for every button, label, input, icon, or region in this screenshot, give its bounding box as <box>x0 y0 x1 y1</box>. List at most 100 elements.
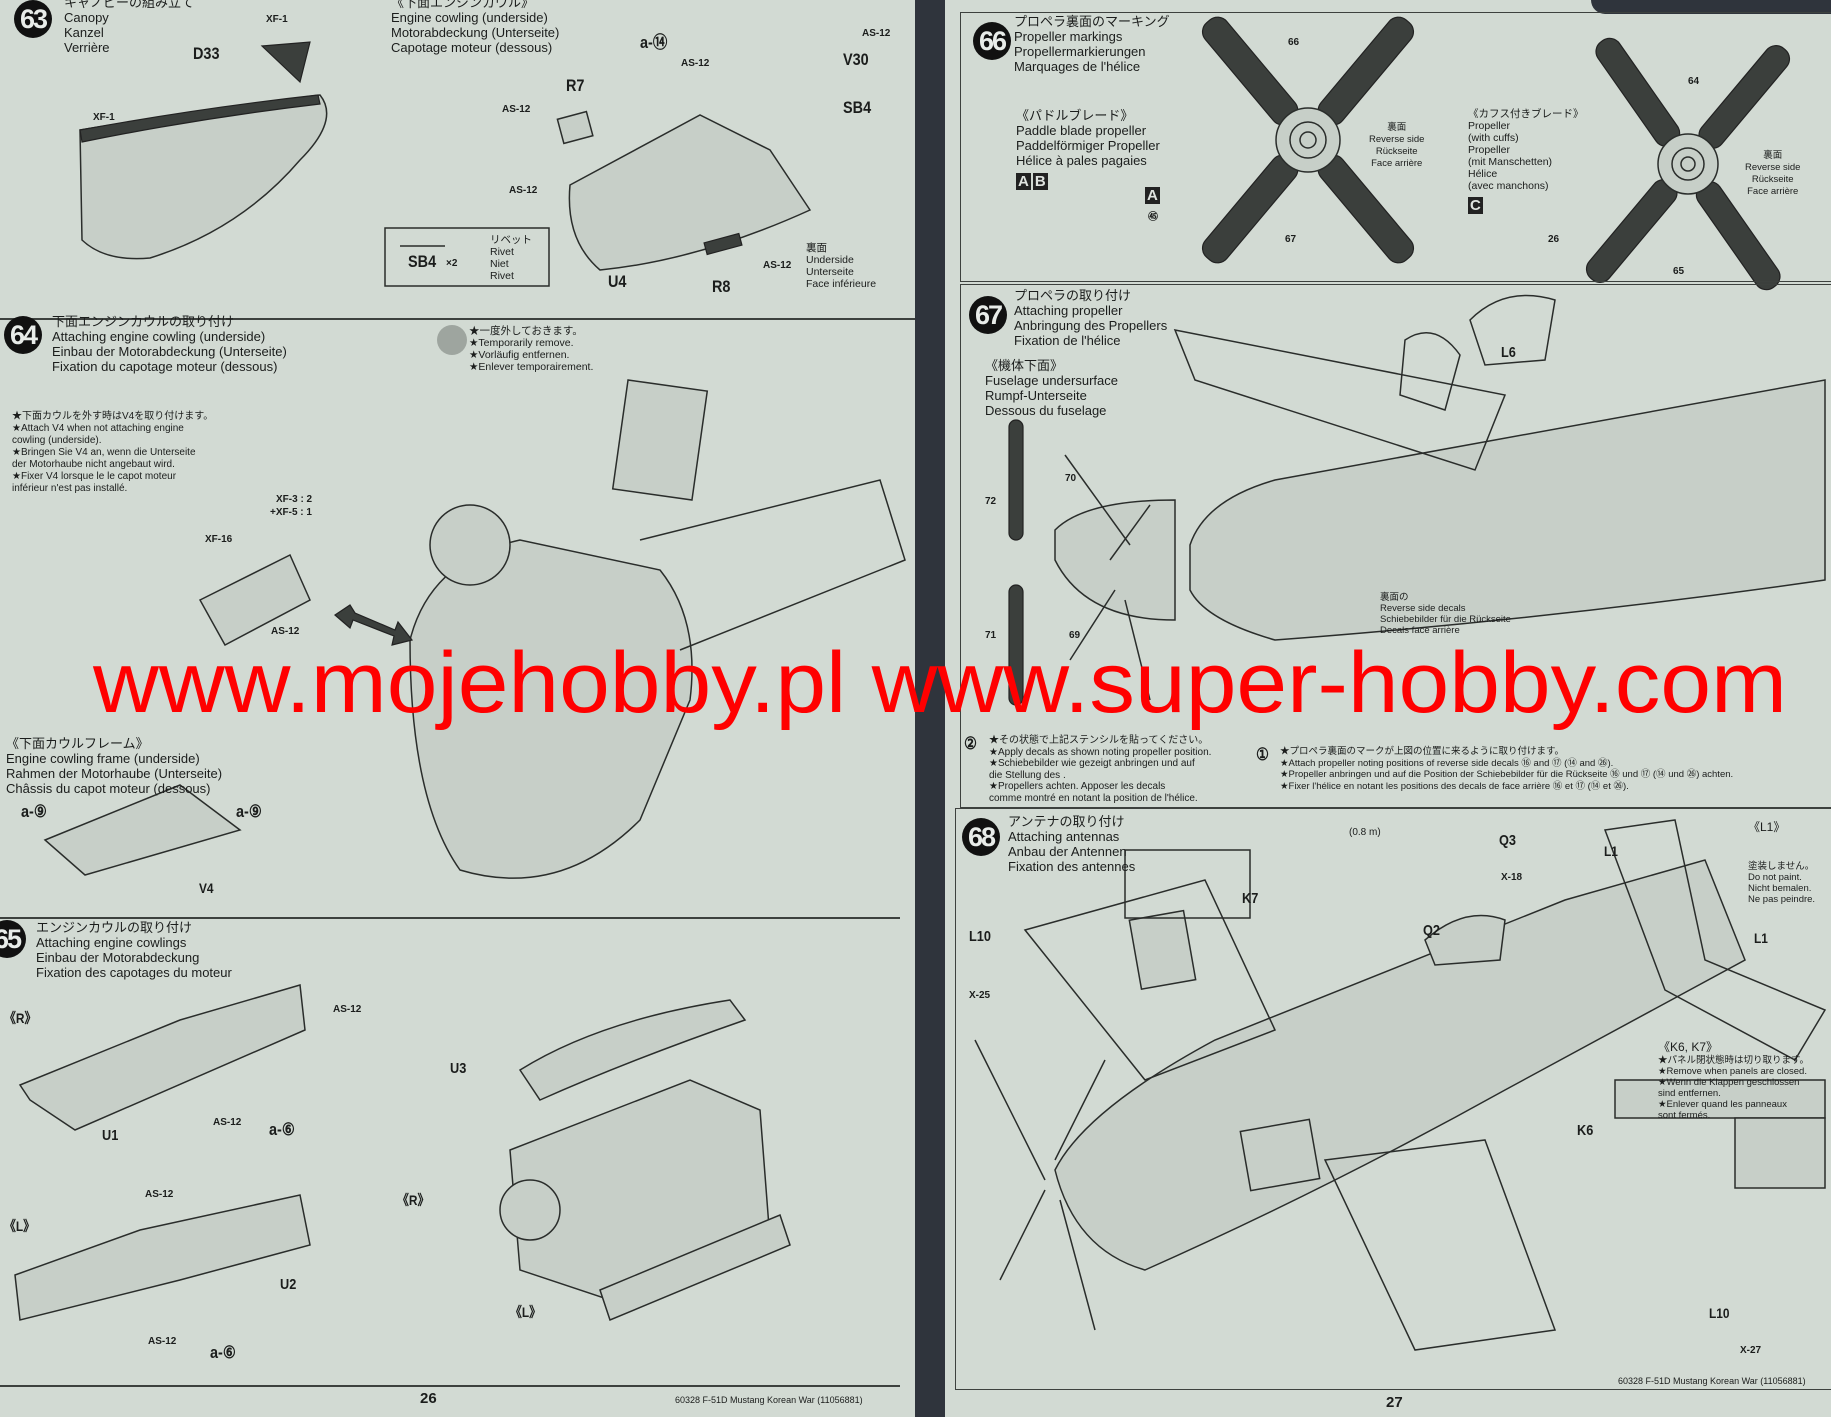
line: ★Apply decals as shown noting propeller … <box>989 746 1212 758</box>
part-r7: R7 <box>566 76 585 95</box>
lower-cowl <box>599 1213 791 1322</box>
paint-x27: X-27 <box>1740 1345 1762 1356</box>
decal-70: 70 <box>1065 473 1077 484</box>
line: sind entfernen. <box>1658 1088 1721 1099</box>
watermark-text: www.mojehobby.pl www.super-hobby.com <box>92 635 1787 731</box>
aircraft-illustration <box>1189 379 1826 641</box>
part-l1: L1 <box>1604 843 1618 859</box>
paint-mix: XF-3 : 2 <box>276 494 313 505</box>
line: ★その状態で上記ステンシルを貼ってください。 <box>989 735 1209 746</box>
line: Propeller <box>1468 144 1511 156</box>
de: Rückseite <box>1751 174 1794 185</box>
fr: Face arrière <box>1747 186 1799 197</box>
u2-part <box>14 1194 311 1321</box>
version-a-badge: A <box>1145 187 1160 204</box>
step-64-number: 64 <box>4 316 42 354</box>
line: ★Attach propeller noting positions of re… <box>1280 757 1614 769</box>
title-fr: Châssis du capot moteur (dessous) <box>6 781 211 796</box>
left-cowl-label: 《L》 <box>510 1304 542 1320</box>
step-66-title: プロペラ裏面のマーキング Propeller markings Propelle… <box>1014 14 1170 74</box>
en: Underside <box>806 254 854 266</box>
wheel <box>429 504 511 586</box>
aircraft-68-illustration <box>1054 859 1746 1271</box>
title-fr: Fixation de l'hélice <box>1014 333 1121 348</box>
step-68-number: 68 <box>962 818 1000 856</box>
page-number: 27 <box>1386 1394 1403 1411</box>
part-u2: U2 <box>280 1276 297 1293</box>
paint-as12: AS-12 <box>333 1004 362 1015</box>
heading: 《K6, K7》 <box>1658 1040 1719 1054</box>
line: ★Fixer V4 lorsque le le capot moteur <box>12 471 177 482</box>
k6-k7-note: 《K6, K7》 ★パネル閉状態時は切り取ります。 ★Remove when p… <box>1658 1040 1809 1121</box>
note-1: ★プロペラ裏面のマークが上図の位置に来るように取り付けます。 ★Attach p… <box>1280 746 1733 792</box>
wing-outline <box>639 479 906 651</box>
title-en: Attaching engine cowlings <box>36 935 187 950</box>
de: Niet <box>490 258 509 270</box>
step-68-panel <box>955 808 1831 1390</box>
jp: 裏面 <box>806 242 827 254</box>
paint-xf16: XF-16 <box>205 534 233 545</box>
fuselage-underside-illustration <box>1054 499 1176 621</box>
jp: 塗装しません。 <box>1748 861 1815 872</box>
line: der Motorhaube nicht angebaut wird. <box>12 459 175 470</box>
paint-as12: AS-12 <box>862 28 891 39</box>
underside-label: 裏面 Underside Unterseite Face inférieure <box>806 242 876 290</box>
paint-as12: AS-12 <box>271 626 300 637</box>
title-en: Engine cowling (underside) <box>391 10 548 25</box>
page-number: 26 <box>420 1390 437 1407</box>
part-k7: K7 <box>1242 890 1259 907</box>
paddle-blade-label: 《パドルブレード》 Paddle blade propeller Paddelf… <box>1016 108 1160 190</box>
title-de: Einbau der Motorabdeckung <box>36 950 200 965</box>
de: Schiebebilder für die Rückseite <box>1380 614 1511 625</box>
en: Do not paint. <box>1748 872 1802 883</box>
de: Rumpf-Unterseite <box>985 388 1087 403</box>
line: ★Fixer l'hélice en notant les positions … <box>1280 780 1629 792</box>
line: die Stellung des . <box>989 769 1066 781</box>
line: ★プロペラ裏面のマークが上図の位置に来るように取り付けます。 <box>1280 746 1565 757</box>
title-fr: Marquages de l'hélice <box>1014 59 1141 74</box>
decal-26: 26 <box>1548 234 1560 245</box>
de: Unterseite <box>806 266 854 278</box>
title-fr: Capotage moteur (dessous) <box>391 40 553 55</box>
jp: 裏面 <box>1763 150 1783 161</box>
paint-xf1: XF-1 <box>266 14 288 25</box>
decal-69: 69 <box>1069 630 1081 641</box>
step-67-number: 67 <box>969 296 1007 334</box>
r7-part <box>556 110 594 145</box>
jp: 《パドルブレード》 <box>1016 108 1134 123</box>
title-jp: エンジンカウルの取り付け <box>36 920 193 935</box>
part-sb4: SB4 <box>843 98 872 117</box>
reverse-side-label: 裏面 Reverse side Rückseite Face arrière <box>1745 150 1800 198</box>
footer-kit-info: 60328 F-51D Mustang Korean War (11056881… <box>675 1395 863 1405</box>
line: cowling (underside). <box>12 435 102 446</box>
step-68-title: アンテナの取り付け Attaching antennas Anbau der A… <box>1008 814 1135 874</box>
cowling-frame-heading: 《下面カウルフレーム》 Engine cowling frame (unders… <box>6 736 222 796</box>
step-63-title: キャノピーの組み立て Canopy Kanzel Verrière <box>64 0 194 55</box>
paint-x18: X-18 <box>1501 872 1523 883</box>
step-67-panel <box>960 284 1831 808</box>
decal-a9: a-⑨ <box>21 802 47 821</box>
rivet-label: リベット Rivet Niet Rivet <box>490 234 532 282</box>
part-l10: L10 <box>1709 1305 1730 1321</box>
line: ★Propeller anbringen und auf die Positio… <box>1280 769 1734 780</box>
note-2: ★その状態で上記ステンシルを貼ってください。 ★Apply decals as … <box>989 735 1211 804</box>
paint-as12: AS-12 <box>213 1117 242 1128</box>
line: (with cuffs) <box>1468 132 1519 144</box>
right-side-label: 《R》 <box>4 1010 37 1026</box>
title-jp: 《下面エンジンカウル》 <box>391 0 535 10</box>
title-de: Einbau der Motorabdeckung (Unterseite) <box>52 344 287 359</box>
paint-as12: AS-12 <box>145 1189 174 1200</box>
part-l10: L10 <box>969 928 991 945</box>
title-de: Propellermarkierungen <box>1014 44 1146 59</box>
k-panel-diagram-b <box>1734 1117 1826 1189</box>
part-k6: K6 <box>1577 1122 1594 1139</box>
en: ★Temporarily remove. <box>469 337 574 349</box>
en: Fuselage undersurface <box>985 373 1118 388</box>
reverse-side-label: 裏面 Reverse side Rückseite Face arrière <box>1369 122 1424 170</box>
title-de: Kanzel <box>64 25 104 40</box>
note-1-marker: ① <box>1256 745 1269 764</box>
step-65-title: エンジンカウルの取り付け Attaching engine cowlings E… <box>36 920 232 980</box>
part-l6: L6 <box>1501 344 1516 361</box>
paint-as12: AS-12 <box>681 58 710 69</box>
paint-mix: +XF-5 : 1 <box>270 507 312 518</box>
